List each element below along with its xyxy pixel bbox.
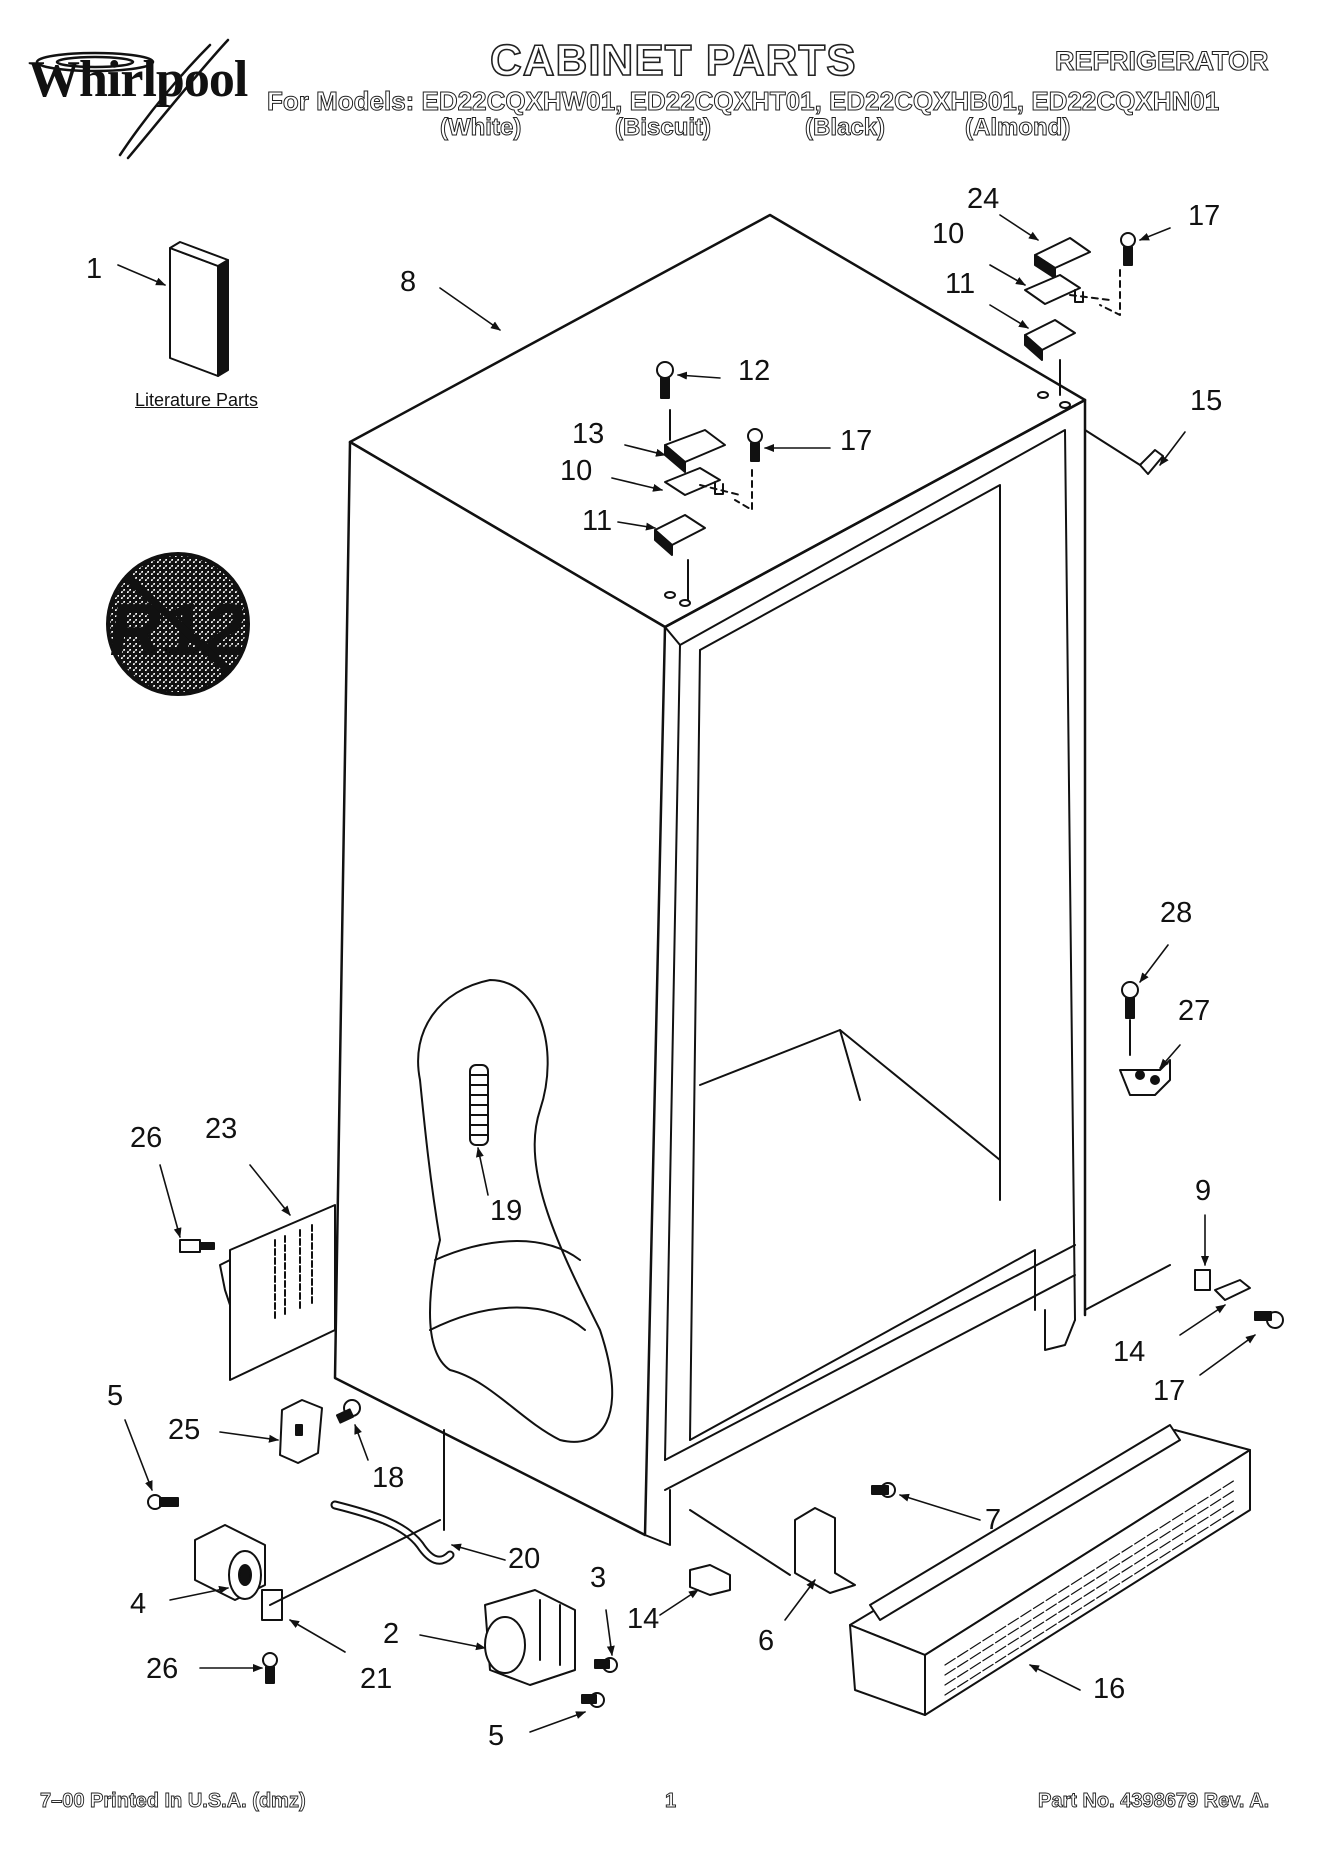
callout-13: 13 [572,418,605,450]
access-panel-23 [219,1204,336,1381]
callout-27: 27 [1178,995,1211,1027]
callout-5-top: 5 [107,1380,124,1412]
literature-parts-label: Literature Parts [135,390,259,410]
literature-booklet [169,241,229,377]
screw-26-top [179,1239,215,1253]
bracket-6 [689,1507,856,1594]
screw-17-top-right [1120,232,1136,266]
bracket-9-14 [1084,1264,1251,1311]
callout-14-right: 14 [1113,1336,1146,1368]
callout-17-top-left: 17 [840,425,873,457]
svg-text:R12: R12 [104,588,251,671]
roller-2 [484,1589,576,1686]
bracket-27 [1119,1059,1171,1096]
callout-19: 19 [490,1195,523,1227]
hinge-stack-right [1024,237,1121,409]
leader-arrows [117,214,1256,1733]
callout-15: 15 [1190,385,1223,417]
callout-17-bottom: 17 [1153,1375,1186,1407]
screw-17-top-left [747,428,763,462]
callout-8: 8 [400,266,417,298]
callout-28: 28 [1160,897,1193,929]
callout-10-top-left: 10 [560,455,593,487]
color-black: (Black) [804,114,886,142]
callout-23: 23 [205,1113,238,1145]
whirlpool-logo: Whirlpool [28,51,248,108]
screw-18 [335,1399,361,1424]
callout-1: 1 [86,253,103,285]
callout-11-top-left: 11 [582,505,613,537]
no-r12-icon: R12 [104,552,251,696]
callout-16: 16 [1093,1673,1126,1705]
clip-21 [261,1519,441,1621]
callout-17-top-right: 17 [1188,200,1221,232]
callout-7: 7 [985,1504,1002,1536]
callout-6: 6 [758,1625,775,1657]
callout-11-top-right: 11 [945,268,976,300]
callout-3: 3 [590,1562,607,1594]
color-biscuit: (Biscuit) [615,114,712,142]
screw-12 [656,361,674,399]
callout-9: 9 [1195,1175,1212,1207]
callout-18: 18 [372,1462,405,1494]
toe-grille [849,1424,1251,1716]
screw-3 [594,1657,618,1673]
callout-26-top: 26 [130,1122,163,1154]
plug-15 [1084,429,1164,475]
screw-26-bottom [262,1652,278,1684]
callout-14-bottom: 14 [627,1603,660,1635]
footer-page-number: 1 [665,1790,677,1813]
bracket-14-bottom [689,1564,731,1596]
spring-part [469,1064,489,1146]
footer-part-number: Part No. 4398679 Rev. A. [1038,1790,1270,1813]
callout-20: 20 [508,1543,541,1575]
callout-12: 12 [738,355,771,387]
callout-25: 25 [168,1414,201,1446]
callout-4: 4 [130,1588,147,1620]
screw-5-bottom [581,1692,605,1708]
color-white: (White) [439,114,522,142]
callout-2: 2 [383,1618,400,1650]
screw-7 [871,1482,896,1498]
tube-20 [330,1429,455,1565]
callout-10-top-right: 10 [932,218,965,250]
callout-5-bottom: 5 [488,1720,505,1752]
roller-4 [194,1524,266,1601]
page-title: CABINET PARTS [489,35,857,86]
screw-5-top [147,1494,179,1510]
appliance-type: REFRIGERATOR [1054,45,1269,76]
color-almond: (Almond) [964,114,1071,142]
callout-24: 24 [967,183,1000,215]
clip-25 [279,1399,323,1464]
screw-17-bottom [1254,1311,1284,1329]
callout-26-bottom: 26 [146,1653,179,1685]
whirlpool-swirl-icon [35,38,230,160]
footer-print-info: 7–00 Printed In U.S.A. (dmz) [40,1790,307,1813]
models-line: For Models: ED22CQXHW01, ED22CQXHT01, ED… [266,86,1220,117]
refrigerator-cabinet [333,213,1087,1546]
callout-21: 21 [360,1663,393,1695]
screw-28 [1121,981,1139,1056]
